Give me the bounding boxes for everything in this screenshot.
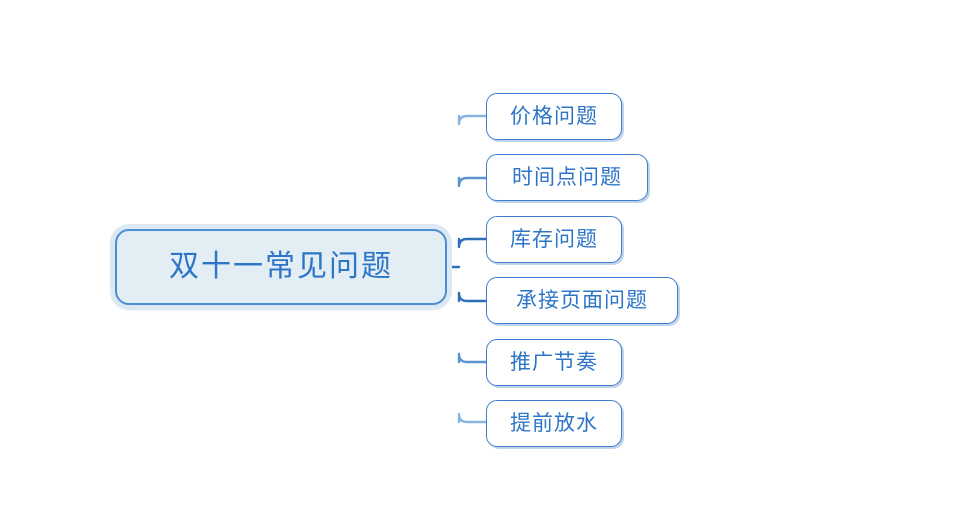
root-node-label: 双十一常见问题 [169, 249, 393, 284]
root-node[interactable]: 双十一常见问题 [115, 229, 447, 305]
connector-branch-2 [457, 176, 488, 188]
child-node-label: 承接页面问题 [516, 288, 648, 312]
connector-branch-3 [457, 237, 488, 249]
child-node-label: 时间点问题 [512, 165, 622, 189]
child-node-label: 库存问题 [510, 227, 598, 251]
child-node-inventory[interactable]: 库存问题 [486, 216, 622, 263]
child-node-label: 提前放水 [510, 411, 598, 435]
child-node-landing-page[interactable]: 承接页面问题 [486, 277, 678, 324]
child-node-label: 推广节奏 [510, 350, 598, 374]
child-node-price[interactable]: 价格问题 [486, 93, 622, 140]
connector-branch-6 [457, 412, 488, 424]
child-node-promotion-rhythm[interactable]: 推广节奏 [486, 339, 622, 386]
connector-branch-1 [457, 114, 488, 126]
child-node-timepoint[interactable]: 时间点问题 [486, 154, 648, 201]
connector-branch-5 [457, 352, 488, 364]
child-node-early-release[interactable]: 提前放水 [486, 400, 622, 447]
connector-branch-4 [457, 291, 488, 303]
child-node-label: 价格问题 [510, 104, 598, 128]
